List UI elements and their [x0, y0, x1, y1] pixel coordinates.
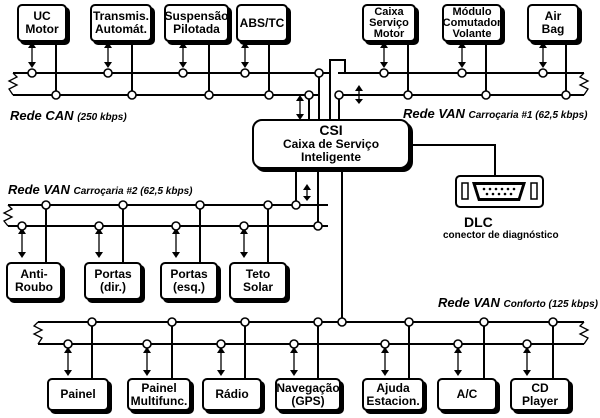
- module-portas-esq: Portas (esq.): [160, 262, 218, 300]
- module-caixa-servico-motor: Caixa Serviço Motor: [362, 4, 416, 42]
- label-can: Rede CAN (250 kbps): [10, 108, 127, 123]
- label-van1-speed: Carroçaria #1 (62,5 kbps): [468, 110, 588, 121]
- module-air-bag: Air Bag: [527, 4, 579, 42]
- module-modulo-comutador-volante: Módulo Comutador Volante: [442, 4, 502, 42]
- module-anti-roubo: Anti- Roubo: [6, 262, 62, 300]
- module-transmis-automat: Transmis. Automát.: [90, 4, 152, 42]
- conforto-connections: [63, 169, 558, 378]
- module-ac: A/C: [437, 378, 497, 411]
- label-van2-speed: Carroçaria #2 (62,5 kbps): [73, 186, 193, 197]
- van1-connections: [329, 42, 571, 119]
- module-ajuda-estacion: Ajuda Estacion.: [362, 378, 424, 411]
- dlc-subtitle: conector de diagnóstico: [443, 230, 559, 241]
- csi-box: CSI Caixa de Serviço Inteligente: [252, 119, 410, 169]
- module-painel: Painel: [47, 378, 109, 411]
- module-radio: Rádio: [202, 378, 262, 411]
- label-van2: Rede VAN Carroçaria #2 (62,5 kbps): [8, 182, 192, 197]
- csi-title: CSI: [319, 122, 343, 138]
- csi-line2: Inteligente: [300, 150, 361, 164]
- module-navegacao-gps: Navegação (GPS): [275, 378, 341, 411]
- label-conforto-speed: Conforto (125 kbps): [503, 299, 598, 310]
- module-portas-dir: Portas (dir.): [84, 262, 142, 300]
- module-teto-solar: Teto Solar: [229, 262, 287, 300]
- label-van2-name: Rede VAN: [8, 182, 70, 197]
- module-painel-multifunc: Painel Multifunc.: [127, 378, 191, 411]
- module-abs-tc: ABS/TC: [236, 4, 288, 42]
- van2-connections: [17, 169, 323, 262]
- csi-line1: Caixa de Serviço: [282, 137, 380, 151]
- label-can-name: Rede CAN: [10, 108, 74, 123]
- module-uc-motor: UC Motor: [17, 4, 67, 42]
- label-conforto-name: Rede VAN: [438, 295, 500, 310]
- label-conforto: Rede VAN Conforto (125 kbps): [438, 295, 598, 310]
- can-connections: [27, 42, 324, 120]
- dlc-title: DLC: [464, 214, 493, 230]
- dlc-connector-icon: [455, 175, 544, 208]
- label-can-speed: (250 kbps): [77, 112, 127, 123]
- module-cd-player: CD Player: [510, 378, 570, 411]
- van2-bus: [2, 204, 328, 227]
- dlc-connection: [410, 144, 496, 175]
- conforto-bus: [32, 321, 590, 345]
- label-van1-name: Rede VAN: [403, 106, 465, 121]
- label-van1: Rede VAN Carroçaria #1 (62,5 kbps): [403, 106, 587, 121]
- module-suspensao-pilotada: Suspensão Pilotada: [164, 4, 229, 42]
